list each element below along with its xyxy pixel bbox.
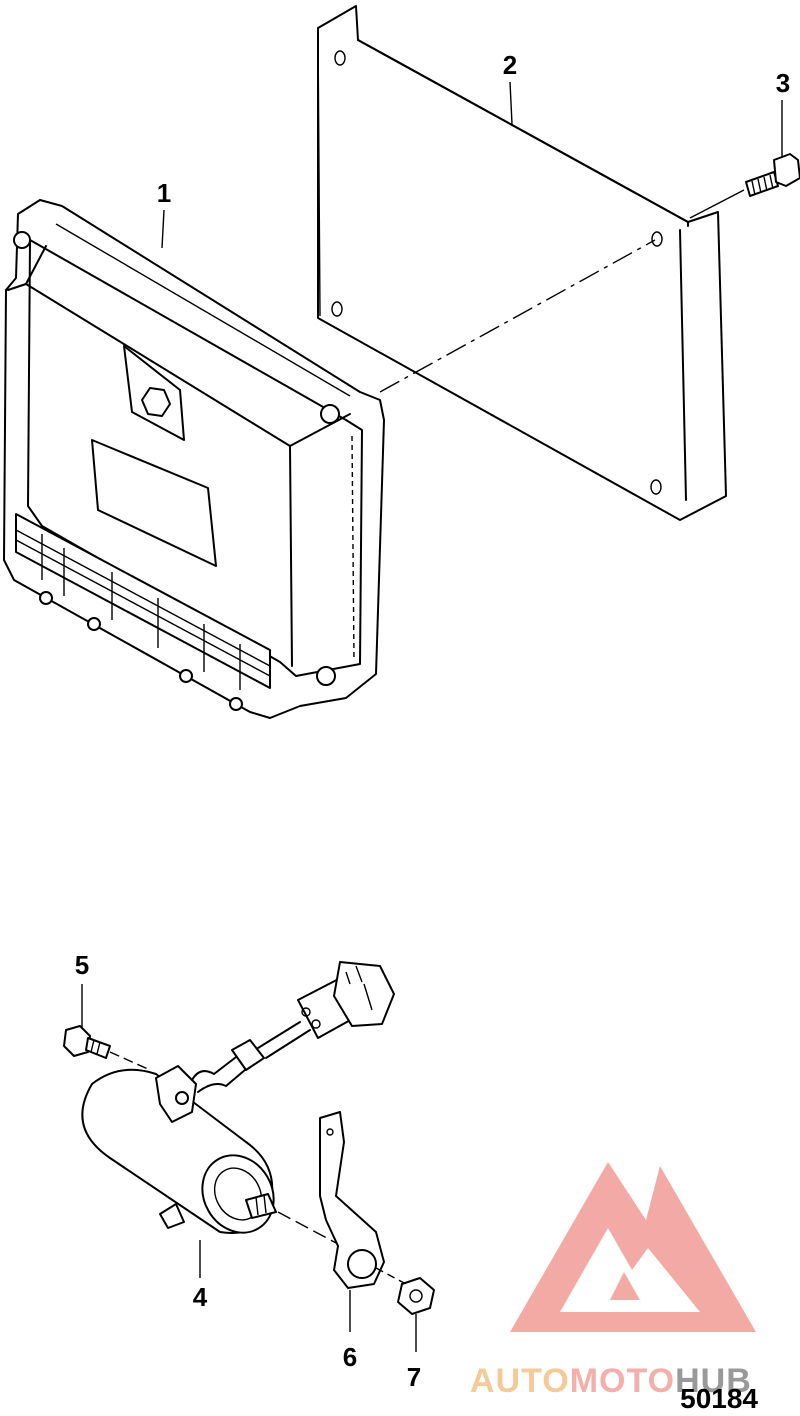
callout-1: 1 — [157, 178, 171, 208]
watermark-text-moto: MOTO — [570, 1362, 675, 1400]
bracket — [319, 1111, 385, 1289]
screw — [689, 153, 800, 219]
watermark-logo: AUTOMOTOHUB — [470, 1162, 756, 1400]
leader-lines — [81, 81, 783, 1352]
callout-4: 4 — [193, 1282, 208, 1312]
centerline — [379, 239, 656, 393]
mounting-plate — [317, 5, 727, 521]
actuator-motor — [81, 961, 395, 1245]
callout-3: 3 — [776, 68, 790, 98]
control-module — [3, 199, 385, 719]
svg-text:AUTOMOTOHUB: AUTOMOTOHUB — [470, 1362, 752, 1400]
callout-6: 6 — [343, 1342, 357, 1372]
callout-5: 5 — [75, 950, 89, 980]
watermark-triangle-icon — [510, 1162, 756, 1332]
callout-7: 7 — [407, 1362, 421, 1392]
figure-number: 50184 — [680, 1383, 758, 1414]
callout-2: 2 — [503, 50, 517, 80]
watermark-text-auto: AUTO — [470, 1362, 570, 1400]
bolt — [63, 1025, 151, 1071]
watermark-text-hub: HUB — [675, 1362, 752, 1400]
nut — [375, 1267, 435, 1315]
